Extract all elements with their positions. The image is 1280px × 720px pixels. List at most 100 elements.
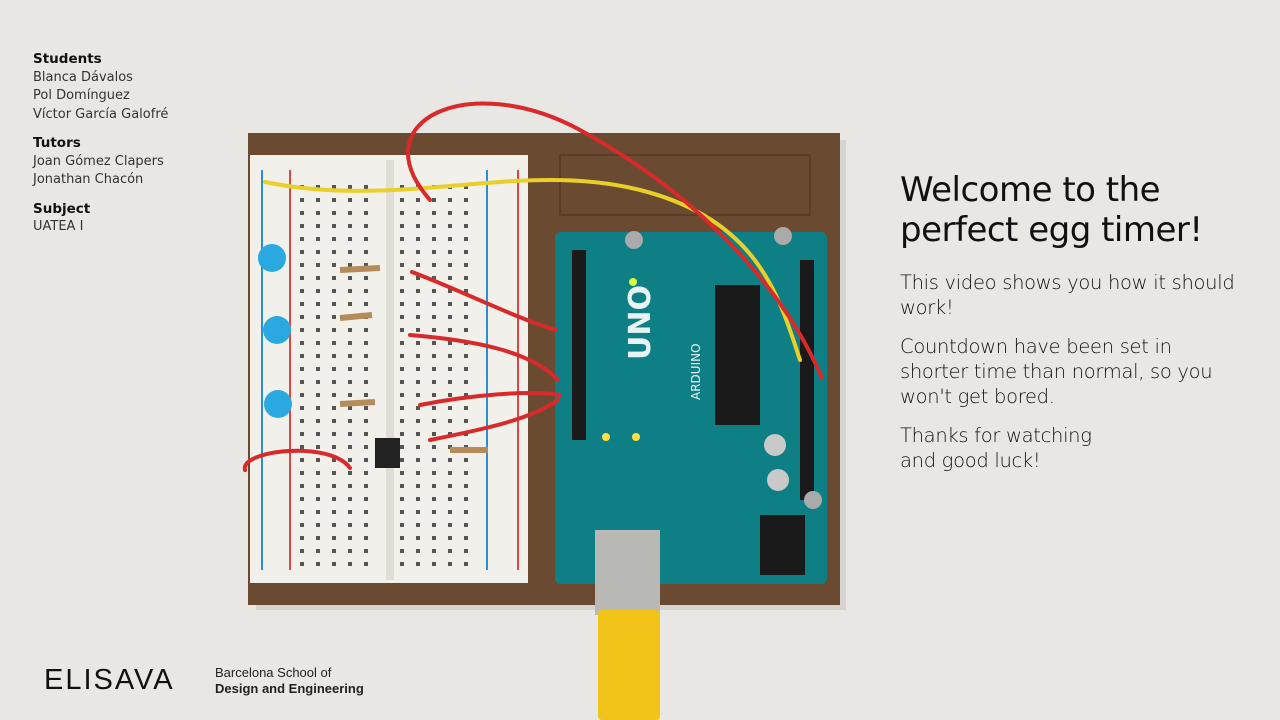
breadboard-hole bbox=[464, 536, 468, 540]
breadboard-hole bbox=[364, 198, 368, 202]
breadboard-hole bbox=[316, 458, 320, 462]
breadboard-hole bbox=[448, 224, 452, 228]
breadboard-hole bbox=[316, 497, 320, 501]
breadboard-hole bbox=[316, 549, 320, 553]
breadboard-hole bbox=[400, 536, 404, 540]
breadboard-hole bbox=[300, 484, 304, 488]
breadboard-hole bbox=[364, 497, 368, 501]
breadboard-hole bbox=[448, 276, 452, 280]
breadboard-hole bbox=[416, 419, 420, 423]
breadboard-hole bbox=[400, 289, 404, 293]
breadboard-hole bbox=[448, 367, 452, 371]
tutor-name: Jonathan Chacón bbox=[33, 172, 144, 187]
breadboard-hole bbox=[400, 484, 404, 488]
breadboard-hole bbox=[432, 458, 436, 462]
brand-tagline: Barcelona School of Design and Engineeri… bbox=[215, 665, 364, 697]
credits: Students Blanca Dávalos Pol Domínguez Ví… bbox=[33, 50, 168, 247]
breadboard-hole bbox=[300, 549, 304, 553]
breadboard-hole bbox=[348, 497, 352, 501]
breadboard-hole bbox=[400, 393, 404, 397]
breadboard-hole bbox=[432, 302, 436, 306]
breadboard-hole bbox=[464, 549, 468, 553]
breadboard-hole bbox=[300, 510, 304, 514]
breadboard-hole bbox=[348, 263, 352, 267]
intro-paragraph: Countdown have been set in shorter time … bbox=[900, 335, 1213, 408]
breadboard-hole bbox=[432, 510, 436, 514]
breadboard-hole bbox=[464, 185, 468, 189]
breadboard-hole bbox=[348, 510, 352, 514]
breadboard-hole bbox=[464, 250, 468, 254]
breadboard-hole bbox=[464, 237, 468, 241]
breadboard-hole bbox=[316, 419, 320, 423]
breadboard-hole bbox=[316, 224, 320, 228]
breadboard-hole bbox=[300, 224, 304, 228]
breadboard-hole bbox=[348, 484, 352, 488]
breadboard-hole bbox=[448, 315, 452, 319]
breadboard-hole bbox=[316, 263, 320, 267]
breadboard-hole bbox=[432, 237, 436, 241]
breadboard-hole bbox=[432, 224, 436, 228]
breadboard-hole bbox=[300, 471, 304, 475]
breadboard-hole bbox=[332, 367, 336, 371]
breadboard-hole bbox=[416, 536, 420, 540]
breadboard-hole bbox=[400, 367, 404, 371]
breadboard-hole bbox=[416, 445, 420, 449]
breadboard-hole bbox=[348, 471, 352, 475]
breadboard-hole bbox=[316, 536, 320, 540]
breadboard-hole bbox=[400, 250, 404, 254]
breadboard-hole bbox=[332, 263, 336, 267]
breadboard-hole bbox=[416, 393, 420, 397]
breadboard-hole bbox=[432, 211, 436, 215]
breadboard-hole bbox=[332, 224, 336, 228]
breadboard-hole bbox=[432, 354, 436, 358]
breadboard-hole bbox=[400, 380, 404, 384]
breadboard-hole bbox=[348, 458, 352, 462]
breadboard-hole bbox=[432, 367, 436, 371]
breadboard-hole bbox=[448, 198, 452, 202]
breadboard-hole bbox=[332, 237, 336, 241]
breadboard-hole bbox=[332, 419, 336, 423]
breadboard-hole bbox=[432, 432, 436, 436]
breadboard-hole bbox=[316, 250, 320, 254]
breadboard-hole bbox=[316, 445, 320, 449]
breadboard-hole bbox=[464, 354, 468, 358]
breadboard-hole bbox=[316, 562, 320, 566]
breadboard-hole bbox=[316, 523, 320, 527]
breadboard-hole bbox=[364, 237, 368, 241]
breadboard-hole bbox=[348, 367, 352, 371]
breadboard-hole bbox=[332, 211, 336, 215]
breadboard-hole bbox=[332, 432, 336, 436]
breadboard-hole bbox=[364, 471, 368, 475]
breadboard-hole bbox=[400, 523, 404, 527]
breadboard-hole bbox=[464, 419, 468, 423]
breadboard-hole bbox=[464, 211, 468, 215]
breadboard-hole bbox=[448, 211, 452, 215]
breadboard-hole bbox=[400, 406, 404, 410]
breadboard-hole bbox=[348, 562, 352, 566]
subject-group: Subject UATEA I bbox=[33, 200, 168, 237]
breadboard-hole bbox=[464, 276, 468, 280]
breadboard-hole bbox=[464, 263, 468, 267]
breadboard-hole bbox=[316, 432, 320, 436]
breadboard-hole bbox=[400, 562, 404, 566]
breadboard-hole bbox=[316, 341, 320, 345]
breadboard-hole bbox=[348, 523, 352, 527]
breadboard-hole bbox=[416, 354, 420, 358]
breadboard-hole bbox=[348, 341, 352, 345]
breadboard-hole bbox=[348, 406, 352, 410]
breadboard-hole bbox=[432, 523, 436, 527]
breadboard-hole bbox=[364, 328, 368, 332]
breadboard-hole bbox=[400, 497, 404, 501]
breadboard-hole bbox=[416, 471, 420, 475]
breadboard-hole bbox=[416, 367, 420, 371]
breadboard-hole bbox=[448, 484, 452, 488]
students-heading: Students bbox=[33, 51, 102, 67]
red-wire bbox=[406, 101, 824, 380]
breadboard-hole bbox=[432, 263, 436, 267]
breadboard-hole bbox=[364, 211, 368, 215]
breadboard-hole bbox=[464, 224, 468, 228]
breadboard-hole bbox=[332, 354, 336, 358]
student-name: Blanca Dávalos bbox=[33, 69, 133, 85]
breadboard-hole bbox=[448, 523, 452, 527]
breadboard-hole bbox=[300, 406, 304, 410]
